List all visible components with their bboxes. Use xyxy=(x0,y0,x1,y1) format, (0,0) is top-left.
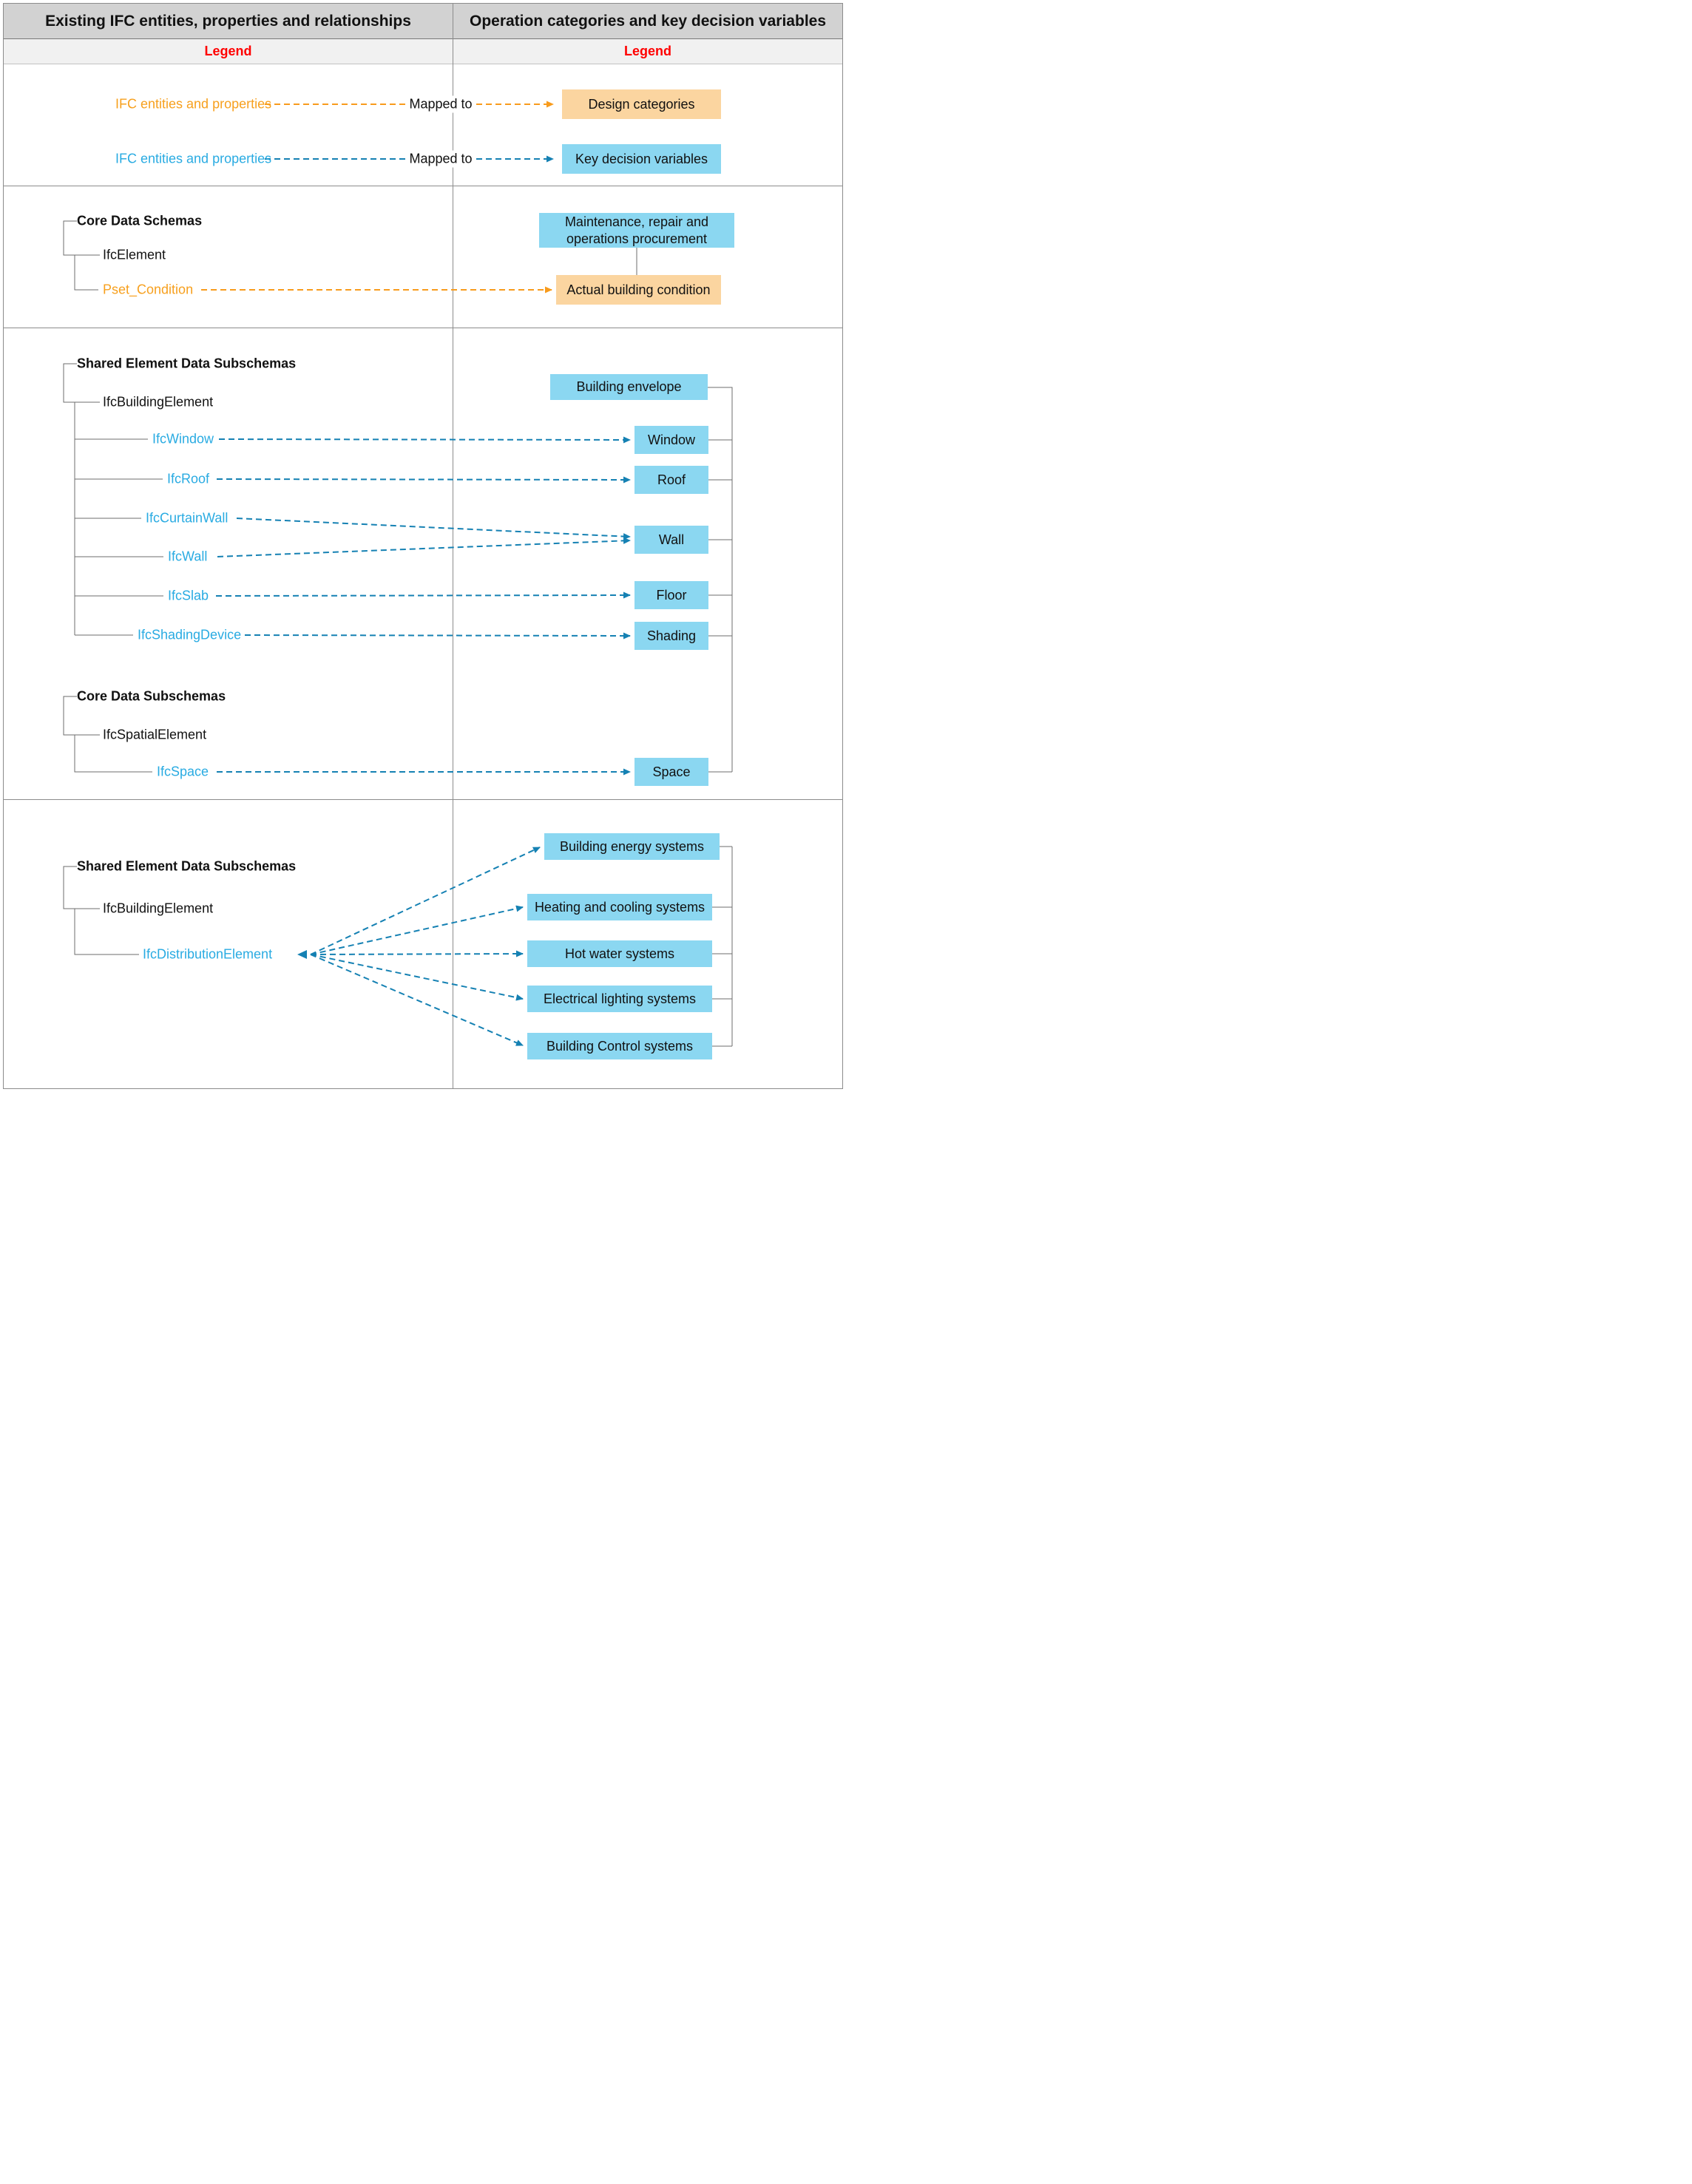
orange-mapping-arrows xyxy=(201,101,554,294)
shared-element-subschemas-label: Shared Element Data Subschemas xyxy=(77,356,297,371)
ifcspace-label: IfcSpace xyxy=(157,764,209,779)
ifcspatialelement-label: IfcSpatialElement xyxy=(103,727,207,742)
electrical-lighting-systems-box: Electrical lighting systems xyxy=(527,986,712,1012)
actual-building-condition-box: Actual building condition xyxy=(556,275,721,305)
outer-border xyxy=(3,3,843,1089)
mapped-to-label-decision: Mapped to xyxy=(406,150,476,168)
ifcwall-label: IfcWall xyxy=(168,549,208,564)
hot-water-systems-box: Hot water systems xyxy=(527,940,712,967)
tree-lines xyxy=(63,220,733,1047)
ifcelement-label: IfcElement xyxy=(103,247,166,262)
ifcbuildingelement-label-2: IfcBuildingElement xyxy=(103,901,214,916)
section-separator-3 xyxy=(3,799,842,800)
floor-box: Floor xyxy=(634,581,708,609)
ifcwindow-label: IfcWindow xyxy=(152,431,214,447)
maintenance-procurement-box: Maintenance, repair and operations procu… xyxy=(539,213,734,248)
legend-title-left: Legend xyxy=(4,39,453,64)
blue-mapping-arrows xyxy=(215,155,631,1046)
building-envelope-box: Building envelope xyxy=(550,374,708,400)
legend-source-decision: IFC entities and properties xyxy=(115,151,272,166)
connector-lines xyxy=(63,101,733,1047)
ifcbuildingelement-label: IfcBuildingElement xyxy=(103,394,214,410)
ifcshadingdevice-label: IfcShadingDevice xyxy=(138,627,242,642)
ifcdistributionelement-label: IfcDistributionElement xyxy=(143,946,273,962)
ifcslab-label: IfcSlab xyxy=(168,588,209,603)
building-energy-systems-box: Building energy systems xyxy=(544,833,720,860)
right-column-header: Operation categories and key decision va… xyxy=(453,4,842,39)
core-data-subschemas-label: Core Data Subschemas xyxy=(77,688,226,704)
core-data-schemas-label: Core Data Schemas xyxy=(77,213,203,228)
wall-box: Wall xyxy=(634,526,708,554)
shared-element-subschemas-label-2: Shared Element Data Subschemas xyxy=(77,858,297,874)
legend-title-right: Legend xyxy=(453,39,842,64)
roof-box: Roof xyxy=(634,466,708,494)
pset-condition-label: Pset_Condition xyxy=(103,282,194,297)
space-box: Space xyxy=(634,758,708,786)
ifcroof-label: IfcRoof xyxy=(167,471,210,486)
mapping-diagram: Existing IFC entities, properties and re… xyxy=(0,0,846,1092)
heating-cooling-systems-box: Heating and cooling systems xyxy=(527,894,712,920)
key-decision-variables-box: Key decision variables xyxy=(562,144,721,174)
ifccurtainwall-label: IfcCurtainWall xyxy=(146,510,229,526)
window-box: Window xyxy=(634,426,708,454)
fan-left-arrowhead xyxy=(297,950,307,959)
design-categories-box: Design categories xyxy=(562,89,721,119)
building-control-systems-box: Building Control systems xyxy=(527,1033,712,1059)
left-column-header: Existing IFC entities, properties and re… xyxy=(4,4,453,39)
shading-box: Shading xyxy=(634,622,708,650)
mapped-to-label-design: Mapped to xyxy=(406,95,476,113)
legend-source-design: IFC entities and properties xyxy=(115,96,272,112)
